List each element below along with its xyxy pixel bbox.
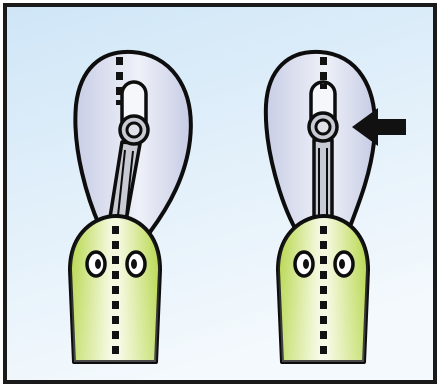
right-strut	[314, 140, 332, 226]
right-shell-centerline	[320, 57, 327, 89]
right-pivot-icon	[309, 113, 337, 141]
diagram-background	[5, 5, 435, 382]
left-rivet-icon	[127, 252, 145, 276]
right-fixture-centerline	[320, 226, 327, 354]
left-rivet-icon	[87, 252, 105, 276]
right-rivet-icon	[335, 252, 353, 276]
left-fixture-centerline	[112, 226, 119, 354]
right-rivet-icon	[295, 252, 313, 276]
left-pivot-icon	[120, 116, 148, 144]
